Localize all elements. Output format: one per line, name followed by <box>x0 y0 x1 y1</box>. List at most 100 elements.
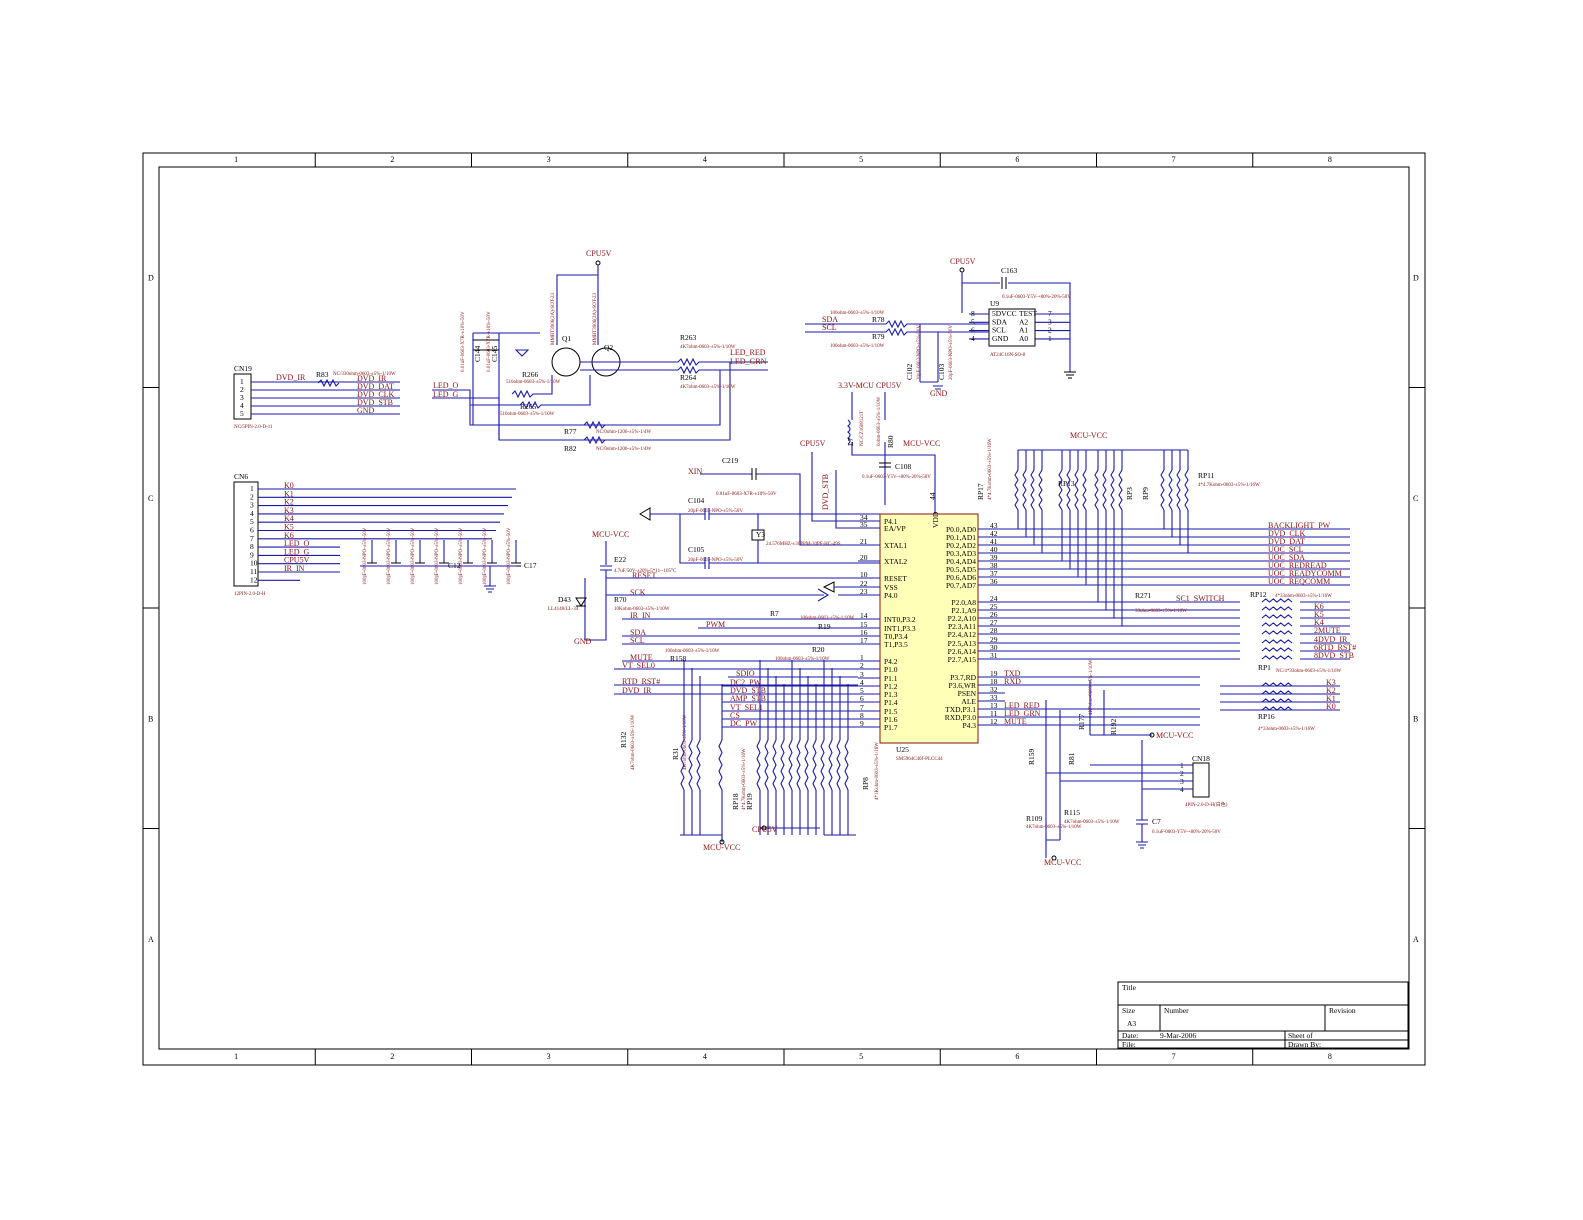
r20-val: 100ohm-0603-±5%-1/10W <box>665 649 720 654</box>
cn6-pin: 8 <box>250 542 254 551</box>
u9-right-name: A2 <box>1019 317 1028 326</box>
u25-left-name: P4.2 <box>884 657 898 666</box>
c108-symbol <box>879 462 891 468</box>
d43-ref: D43 <box>558 595 571 604</box>
u25-right-name: P2.6,A14 <box>948 647 977 656</box>
bottom-rp-resistor <box>780 739 785 791</box>
u25-right-pin: 25 <box>990 602 998 611</box>
cn6-body <box>233 481 259 587</box>
eeprom-sda-net: SDA <box>822 315 838 324</box>
p3-net: TXD <box>1004 669 1021 678</box>
reset-wire <box>584 577 880 641</box>
r158-ref: R158 <box>670 654 687 663</box>
cn6-net: K5 <box>284 523 294 532</box>
k-lower-net: K0 <box>1326 702 1336 711</box>
c7-ref: C7 <box>1152 817 1161 826</box>
r177-ref: R177 <box>1077 713 1086 730</box>
rp-right-resistor <box>1261 606 1293 611</box>
bottom-rp-resistor <box>772 739 777 791</box>
rp11-ref: RP11 <box>1198 471 1215 480</box>
cap-val: 100pF-0603-NPO-±5%-50V <box>483 527 488 585</box>
cpu5v-eeprom-port <box>959 267 965 273</box>
u25-left-name: P1.0 <box>884 665 898 674</box>
col-label-top: 8 <box>1328 155 1332 164</box>
col-label-bottom: 1 <box>234 1052 238 1061</box>
right-nets: BACKLIGHT_PWDVD_CLKDVD_DATUOC_SCLUOC_SDA… <box>1004 521 1356 726</box>
col-label-top: 7 <box>1172 155 1176 164</box>
rp-right-resistor <box>1261 630 1293 635</box>
u25-right-pin: 29 <box>990 635 998 644</box>
cn6-part: 12PIN-2.0-D-H <box>234 592 266 597</box>
r265-val: 510ohm-0603-±5%-1/10W <box>500 412 555 417</box>
r82-val: NC/0ohm-1206-±5%-1/4W <box>596 447 652 452</box>
bottom-rp-resistor <box>836 739 841 791</box>
r70-ref: R70 <box>614 595 627 604</box>
cn6-net: IR_IN <box>284 564 305 573</box>
c145-ref: C145 <box>490 345 499 362</box>
u25-left-pin: 9 <box>860 719 864 728</box>
cn19-net: GND <box>357 406 375 415</box>
u9-body <box>988 308 1036 347</box>
u25-left-name: T0,P3.4 <box>884 632 908 641</box>
r77-r82-symbols <box>583 420 606 445</box>
date-label: Date: <box>1122 1031 1138 1040</box>
u25-right-name: P0.0,AD0 <box>946 525 976 534</box>
cn6-net: LED_G <box>284 547 310 556</box>
u25-right-pin: 28 <box>990 626 998 635</box>
col-label-bottom: 6 <box>1015 1052 1019 1061</box>
eeprom-supply <box>961 272 1071 372</box>
k-lower-net: K3 <box>1326 678 1336 687</box>
u25-part: SM5964C40J-PLCC44 <box>896 757 943 762</box>
cap-val: 100pF-0603-NPO-±5%-50V <box>387 527 392 585</box>
title-block-lines <box>1118 1004 1408 1048</box>
sheet-label: Sheet of <box>1288 1031 1313 1040</box>
cn6-pin: 9 <box>250 550 254 559</box>
row-label-left: D <box>148 273 154 282</box>
rp-top-resistor <box>1094 469 1099 511</box>
gnd-arrow <box>639 507 651 521</box>
r31-val: 4K7ohm-0603-±5%-1/10W <box>683 714 688 770</box>
c108-val: 0.1uF-0603-Y5V-+80%-20%-50V <box>862 475 931 480</box>
u25-right-pin: 43 <box>990 521 998 530</box>
p0-net: UOC_SDA <box>1268 553 1305 562</box>
p3-net: MUTE <box>1004 717 1027 726</box>
rp17-ref: RP17 <box>976 483 985 500</box>
u25-right-name: P0.4,AD4 <box>946 557 976 566</box>
left-net: VT_SEL1 <box>730 703 763 712</box>
col-label-bottom: 5 <box>859 1052 863 1061</box>
cn6-pin: 4 <box>250 509 254 518</box>
p0-net: UOC_REDREAD <box>1268 561 1327 570</box>
row-label-left: B <box>148 714 153 723</box>
rp-top-resistor <box>1038 469 1043 511</box>
left-net: DVD_STB <box>730 686 766 695</box>
cn6-pin: 3 <box>250 501 254 510</box>
rp-top-resistor <box>1014 469 1019 511</box>
rp-top-resistor <box>1066 469 1071 511</box>
rp-right-resistor <box>1261 655 1293 660</box>
cn6-net: K2 <box>284 498 294 507</box>
r266-ref: R266 <box>522 370 539 379</box>
led-red-net: LED_RED <box>730 348 766 357</box>
eeprom-u9: CPU5V C163 0.1uF-0603-Y5V-+80%-20%-50V U… <box>805 257 1076 398</box>
rp-top-resistor <box>1074 469 1079 511</box>
bottom-rp-resistor <box>804 739 809 791</box>
mcu-vcc-bottom-port <box>719 839 725 845</box>
r263-r264-wires <box>580 357 768 375</box>
cn6-net: K4 <box>284 514 294 523</box>
u25-vdd: VDD <box>931 511 940 528</box>
bottom-rp-resistor <box>688 739 693 791</box>
q2-ref: Q2 <box>604 343 613 352</box>
y3-val: 24.576MHZ-±30PPM-20PF-HC-49S <box>766 542 841 547</box>
u25-right-pin: 27 <box>990 618 998 627</box>
r79-val: 100ohm-0603-±5%-1/10W <box>830 344 885 349</box>
u25-right-name: P2.0,A8 <box>951 598 976 607</box>
u25-left-name: EA/VP <box>884 524 906 533</box>
u25-left-pin: 1 <box>860 653 864 662</box>
cn6-pin: 12 <box>250 575 258 584</box>
c144-val: 0.01uF-0603-X7R-±10%-50V <box>461 311 466 372</box>
y3-ref: Y3 <box>756 530 765 539</box>
cn6-net: K3 <box>284 506 294 515</box>
p2-net: 8DVD_STB <box>1314 651 1354 660</box>
